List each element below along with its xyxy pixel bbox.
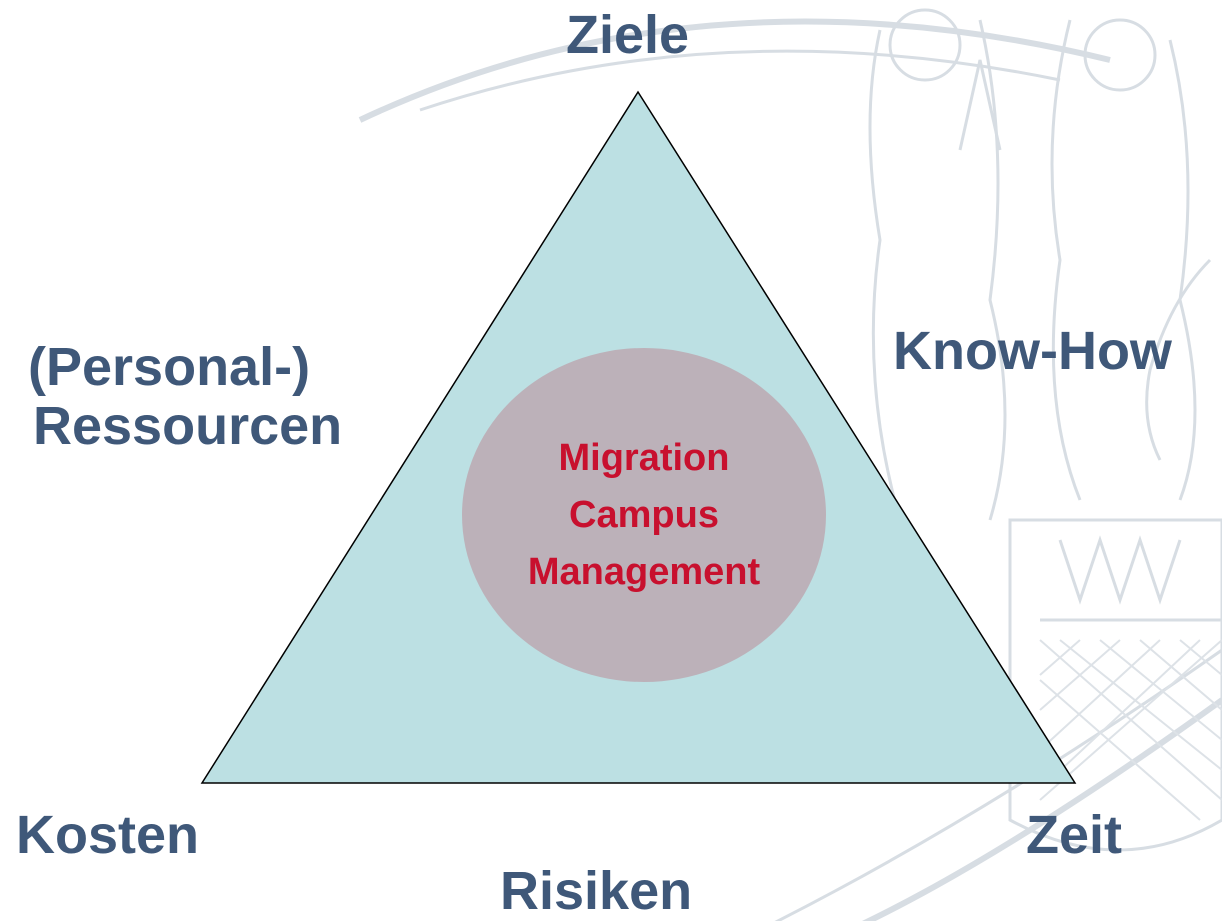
label-personal-ressourcen: (Personal-) Ressourcen — [28, 337, 343, 457]
label-ziele: Ziele — [566, 5, 690, 65]
center-line-campus: Campus — [569, 494, 719, 536]
label-risiken: Risiken — [500, 861, 693, 921]
center-ellipse — [462, 348, 826, 682]
label-personal: (Personal-) — [28, 337, 311, 397]
center-title: Migration Campus Management — [494, 430, 794, 601]
label-ressourcen: Ressourcen — [33, 396, 343, 457]
label-know-how: Know-How — [893, 321, 1172, 381]
label-zeit: Zeit — [1026, 805, 1123, 865]
center-line-migration: Migration — [558, 437, 730, 479]
label-kosten: Kosten — [16, 805, 200, 865]
center-line-management: Management — [527, 551, 761, 593]
